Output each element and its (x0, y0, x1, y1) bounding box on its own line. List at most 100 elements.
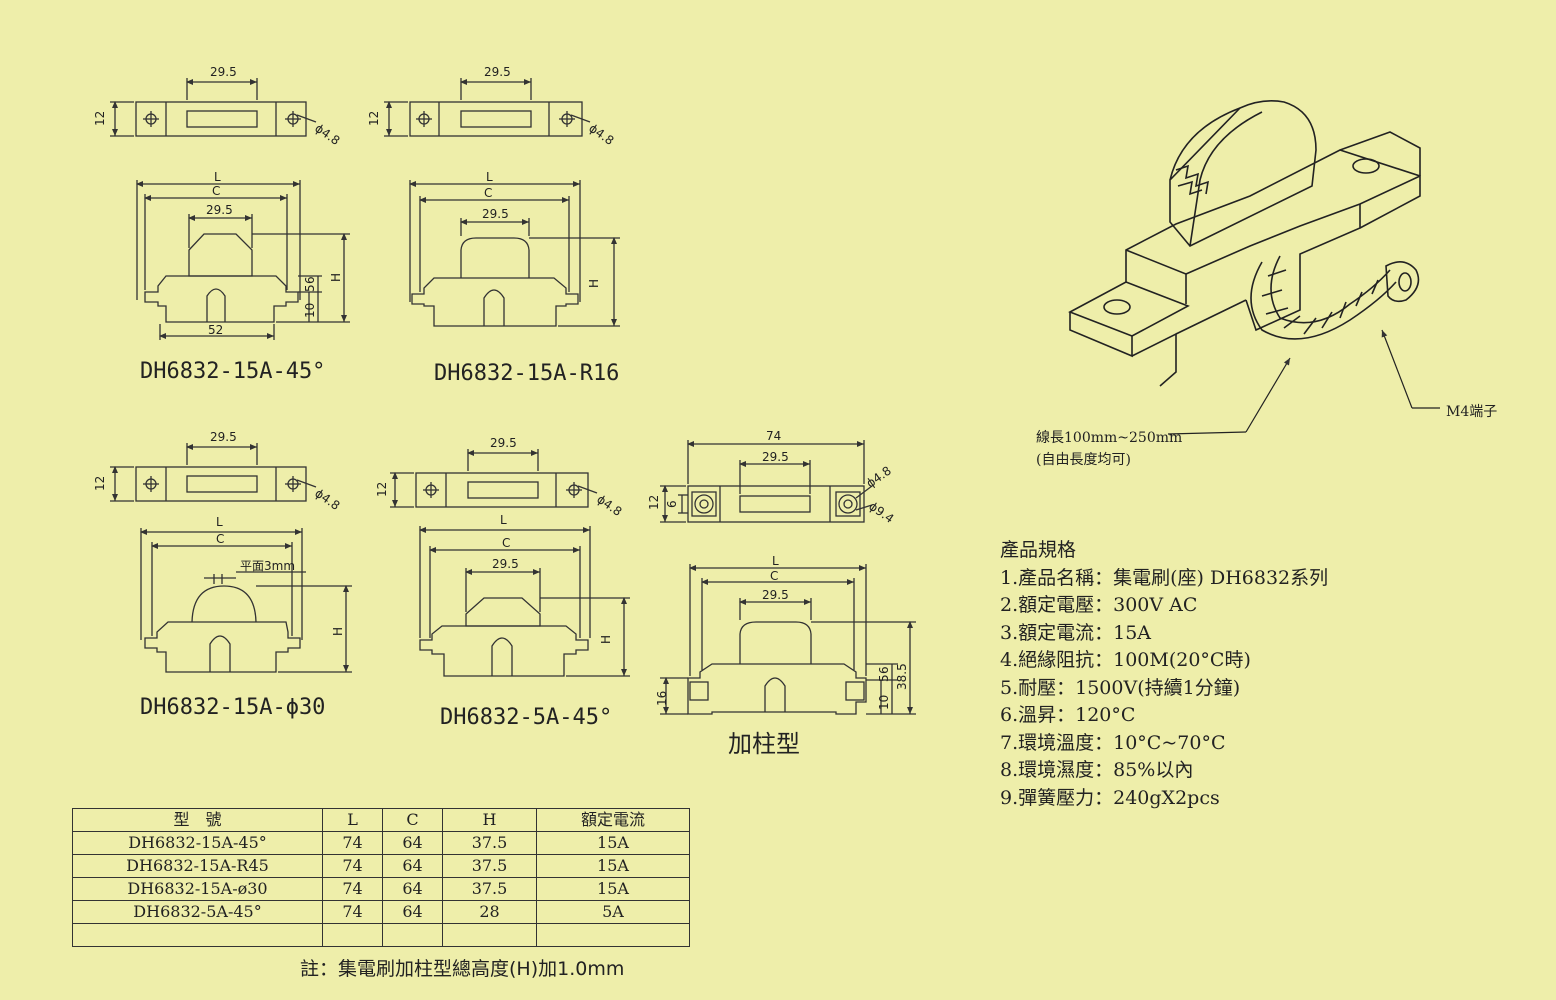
dim-C: C (212, 184, 220, 198)
dim-L: L (772, 554, 779, 568)
dim-hole-4-8: ϕ4.8 (312, 121, 342, 148)
table-header: 額定電流 (536, 808, 690, 832)
table-cell: 5A (536, 900, 690, 924)
brush-holder-illustration (1068, 100, 1421, 387)
table-cell (322, 923, 383, 947)
dim-hole-4-8: ϕ4.8 (586, 121, 616, 148)
cable-length-remark: (自由長度均可) (1036, 452, 1131, 468)
table-cell: 37.5 (442, 877, 537, 901)
dim-hole-4-8: ϕ4.8 (312, 486, 342, 513)
dim-H: H (599, 635, 613, 644)
table-cell: 15A (536, 854, 690, 878)
table-row (72, 923, 690, 947)
table-cell: 64 (382, 877, 443, 901)
spec-item: 4.絕緣阻抗：100M(20°C時) (1000, 649, 1251, 671)
dim-L: L (486, 170, 493, 184)
m4-terminal-label: M4端子 (1446, 404, 1498, 420)
dim-H: H (331, 627, 345, 636)
table-row: DH6832-15A-45° 74 64 37.5 15A (72, 831, 690, 855)
caption-15a-r16: DH6832-15A-R16 (434, 361, 619, 386)
spec-item: 9.彈簧壓力：240gX2pcs (1000, 786, 1220, 809)
dim-width-29-5: 29.5 (762, 588, 789, 602)
dim-10: 10 (303, 303, 317, 318)
side-view-15a-45 (136, 180, 350, 340)
top-view-15a-r16 (384, 78, 591, 137)
dim-width-52: 52 (208, 323, 223, 337)
table-cell (72, 923, 323, 947)
leader-lines (1167, 329, 1440, 435)
table-header: H (442, 808, 537, 832)
specs-title: 產品規格 (1000, 539, 1077, 561)
product-specifications: 產品規格 1.產品名稱：集電刷(座) DH6832系列 2.額定電壓：300V … (1000, 537, 1520, 812)
dim-6: 6 (303, 276, 317, 284)
table-cell: 74 (322, 900, 383, 924)
table-cell: 74 (322, 854, 383, 878)
footnote: 註：集電刷加柱型總高度(H)加1.0mm (300, 958, 625, 980)
dim-6: 6 (877, 666, 891, 674)
dim-height-12: 12 (93, 476, 107, 491)
dim-10: 10 (877, 695, 891, 710)
dim-C: C (502, 536, 510, 550)
table-cell: 64 (382, 900, 443, 924)
table-cell (382, 923, 443, 947)
top-view-15a-45 (110, 78, 317, 137)
table-header: L (322, 808, 383, 832)
cable-length-note: 線長100mm~250mm (自由長度均可) (1036, 427, 1182, 471)
top-view-post-type (660, 440, 873, 523)
spec-item: 3.額定電流：15A (1000, 621, 1152, 644)
caption-post-type: 加柱型 (728, 730, 800, 758)
dim-hole-4-8: ϕ4.8 (594, 492, 624, 519)
dim-width-29-5: 29.5 (484, 65, 511, 79)
spec-item: 5.耐壓：1500V(持續1分鐘) (1000, 676, 1241, 699)
dim-width-29-5: 29.5 (490, 436, 517, 450)
dim-C: C (216, 532, 224, 546)
side-view-15a-phi30 (140, 528, 352, 673)
dim-5: 5 (877, 674, 891, 682)
dim-H: H (329, 273, 343, 282)
dim-H: H (587, 279, 601, 288)
dim-height-12: 12 (375, 482, 389, 497)
table-cell: DH6832-5A-45° (72, 900, 323, 924)
dim-flat-3mm: 平面3mm (240, 559, 295, 573)
table-cell: 64 (382, 831, 443, 855)
spec-item: 2.額定電壓：300V AC (1000, 594, 1198, 616)
dim-38-5: 38.5 (895, 663, 909, 690)
dim-C: C (770, 569, 778, 583)
table-cell: 28 (442, 900, 537, 924)
side-view-15a-r16 (409, 180, 620, 327)
side-view-5a-45 (419, 526, 630, 677)
table-cell (442, 923, 537, 947)
model-table: 型 號 L C H 額定電流 DH6832-15A-45° 74 64 37.5… (72, 808, 690, 947)
table-cell: DH6832-15A-ø30 (72, 877, 323, 901)
side-view-post-type (660, 564, 916, 715)
dim-L: L (214, 170, 221, 184)
spec-item: 6.溫昇：120°C (1000, 704, 1136, 726)
table-header-row: 型 號 L C H 額定電流 (72, 808, 690, 832)
spec-item: 8.環境濕度：85%以內 (1000, 759, 1194, 781)
dim-hole-9-4: ϕ9.4 (866, 499, 896, 526)
table-cell: 74 (322, 877, 383, 901)
dim-width-29-5: 29.5 (482, 207, 509, 221)
dim-height-12: 12 (647, 495, 661, 510)
dim-hole-4-8: ϕ4.8 (864, 464, 894, 491)
table-header: C (382, 808, 443, 832)
caption-15a-phi30: DH6832-15A-ϕ30 (140, 695, 325, 720)
dim-height-12: 12 (367, 111, 381, 126)
spec-item: 7.環境溫度：10°C~70°C (1000, 731, 1226, 754)
top-view-15a-phi30 (110, 443, 317, 502)
table-cell: 37.5 (442, 854, 537, 878)
table-cell: 37.5 (442, 831, 537, 855)
table-row: DH6832-5A-45° 74 64 28 5A (72, 900, 690, 924)
table-cell: 15A (536, 877, 690, 901)
dim-6: 6 (665, 500, 679, 508)
dim-L: L (216, 515, 223, 529)
table-cell: 15A (536, 831, 690, 855)
dim-5: 5 (303, 284, 317, 292)
table-header: 型 號 (72, 808, 323, 832)
cable-length-label: 線長100mm~250mm (1036, 430, 1183, 446)
table-cell: 64 (382, 854, 443, 878)
dim-width-29-5: 29.5 (762, 450, 789, 464)
caption-5a-45: DH6832-5A-45° (440, 705, 612, 730)
table-cell: DH6832-15A-45° (72, 831, 323, 855)
